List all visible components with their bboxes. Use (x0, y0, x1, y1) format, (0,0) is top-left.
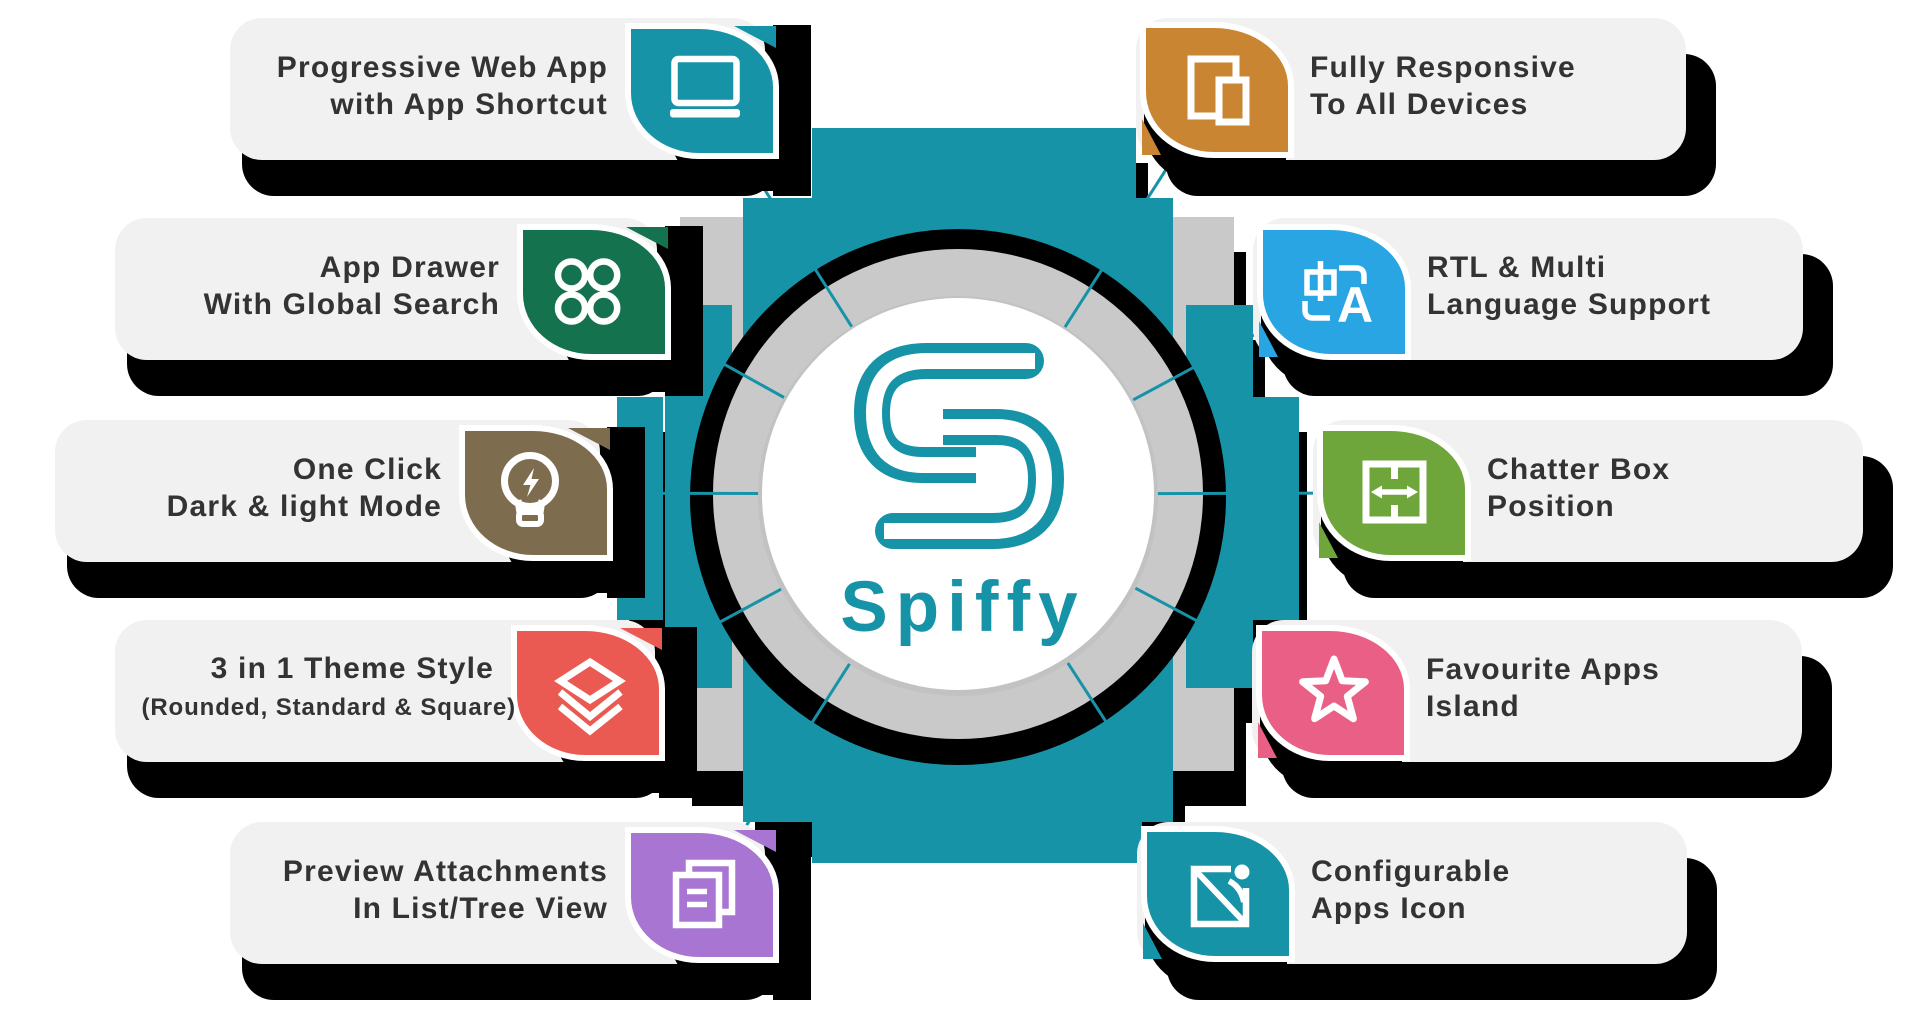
svg-text:A: A (1337, 277, 1373, 333)
svg-text:Spiffy: Spiffy (840, 568, 1085, 647)
